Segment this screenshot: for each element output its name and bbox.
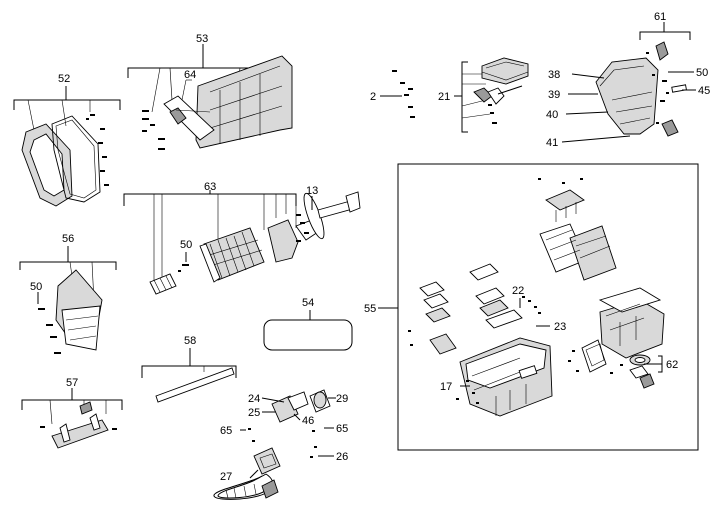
part-group-57: 57 (21, 377, 123, 449)
callout-38: 38 (548, 69, 560, 81)
callout-22: 22 (512, 285, 524, 297)
part-group-24-29: 24 25 46 29 65 65 26 27 (213, 389, 348, 500)
callout-52: 52 (58, 73, 70, 85)
callout-64: 64 (184, 69, 196, 81)
part-group-55: 55 22 23 17 62 (364, 163, 699, 451)
callout-13: 13 (306, 185, 318, 197)
callout-50-left: 50 (30, 281, 42, 293)
callout-62: 62 (666, 359, 678, 371)
part-group-21: 2 21 (370, 57, 529, 133)
part-group-54: 54 (263, 297, 353, 351)
callout-2: 2 (370, 91, 376, 103)
callout-55: 55 (364, 303, 376, 315)
callout-61: 61 (654, 11, 666, 23)
callout-46: 46 (302, 415, 314, 427)
callout-40: 40 (546, 109, 558, 121)
callout-50-right: 50 (696, 67, 708, 79)
callout-65-left: 65 (220, 425, 232, 437)
callout-26: 26 (336, 451, 348, 463)
callout-24: 24 (248, 393, 260, 405)
callout-57: 57 (66, 377, 78, 389)
callout-58: 58 (184, 335, 196, 347)
callout-39: 39 (548, 89, 560, 101)
callout-53: 53 (196, 33, 208, 45)
part-group-58: 58 (141, 335, 237, 403)
callout-65-right: 65 (336, 423, 348, 435)
callout-63: 63 (204, 181, 216, 193)
callout-25: 25 (248, 407, 260, 419)
label-plate (263, 319, 353, 351)
detail-frame-55 (397, 163, 699, 451)
part-group-53: 53 64 (127, 33, 293, 150)
callout-23: 23 (554, 321, 566, 333)
callout-56: 56 (62, 233, 74, 245)
part-group-56: 56 50 (19, 233, 117, 354)
part-group-63: 63 13 50 (123, 181, 361, 295)
callout-21: 21 (438, 91, 450, 103)
callout-50-middle: 50 (180, 239, 192, 251)
callout-29: 29 (336, 393, 348, 405)
part-group-61: 61 38 39 40 41 50 45 (546, 11, 710, 149)
callout-17: 17 (440, 381, 452, 393)
callout-45: 45 (698, 85, 710, 97)
callout-27: 27 (220, 471, 232, 483)
part-group-52: 52 (13, 73, 121, 207)
callout-41: 41 (546, 137, 558, 149)
callout-54: 54 (302, 297, 314, 309)
